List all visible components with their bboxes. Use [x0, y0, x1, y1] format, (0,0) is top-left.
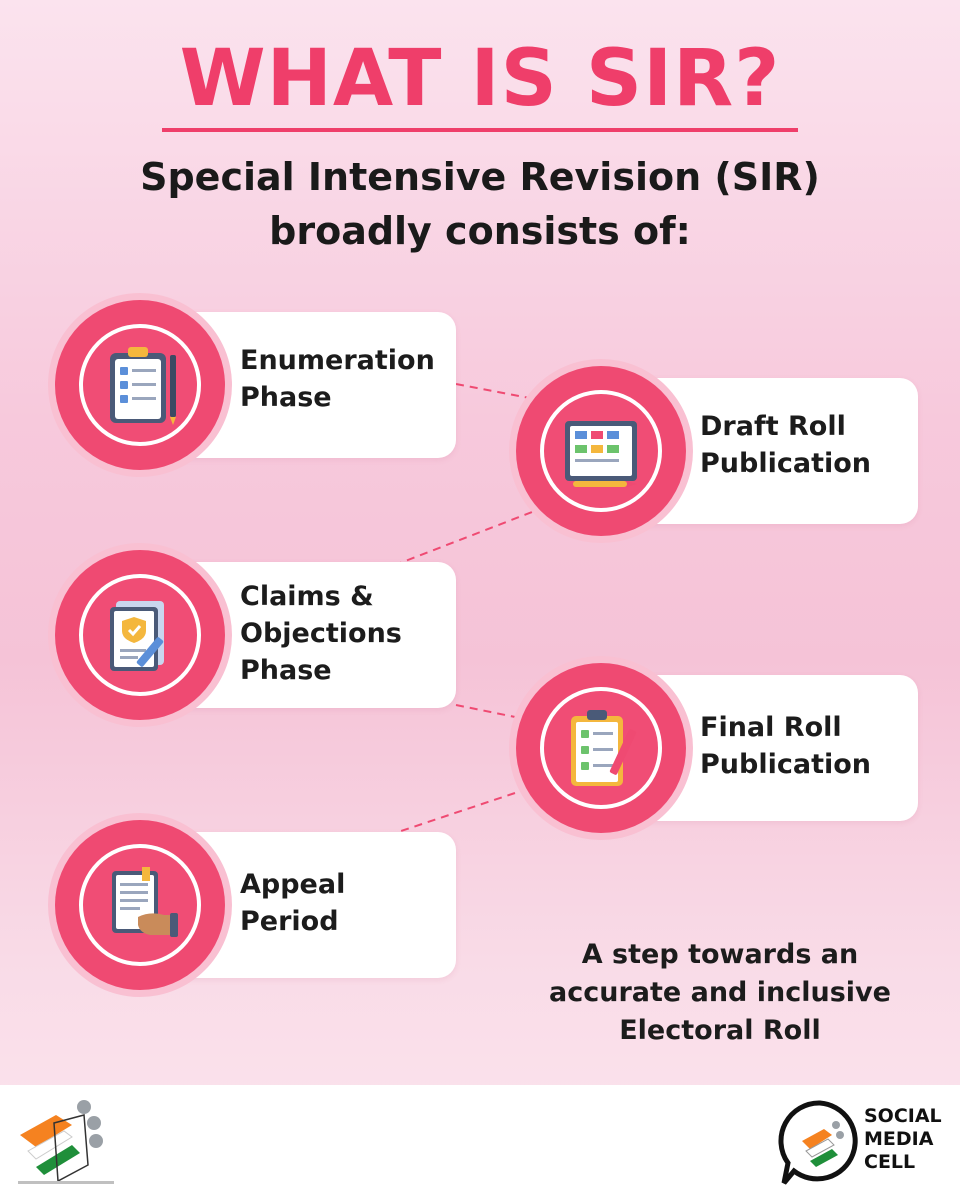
clipboard-checklist-icon — [110, 347, 176, 425]
subtitle-line-2: broadly consists of: — [269, 209, 691, 253]
step-label: Appeal Period — [240, 869, 346, 937]
election-commission-logo-icon — [18, 1100, 114, 1184]
hand-document-icon — [112, 867, 178, 937]
connector-1 — [455, 383, 541, 401]
step-badge — [516, 663, 686, 833]
social-media-cell-logo-icon — [778, 1100, 858, 1185]
subtitle-line-1: Special Intensive Revision (SIR) — [140, 155, 820, 199]
draft-blueprint-icon — [565, 421, 637, 487]
step-badge — [55, 300, 225, 470]
connector-3 — [455, 704, 521, 719]
checklist-pencil-icon — [571, 710, 637, 786]
connector-2 — [394, 506, 546, 566]
step-label: Enumeration Phase — [240, 345, 435, 413]
step-label: Draft Roll Publication — [700, 411, 872, 479]
page-title: WHAT IS SIR? — [179, 34, 781, 124]
step-badge — [516, 366, 686, 536]
footer: SOCIAL MEDIA CELL — [0, 1085, 960, 1200]
social-media-cell-label: SOCIAL MEDIA CELL — [864, 1105, 942, 1173]
connector-4 — [397, 792, 516, 833]
step-connectors — [394, 383, 546, 833]
subtitle: Special Intensive Revision (SIR) broadly… — [0, 150, 960, 258]
tagline: A step towards an accurate and inclusive… — [549, 939, 891, 1046]
infographic: WHAT IS SIR? Special Intensive Revision … — [0, 34, 960, 1046]
title-underline — [162, 128, 798, 132]
step-badge — [55, 550, 225, 720]
step-badge — [55, 820, 225, 990]
shield-document-pen-icon — [110, 601, 164, 671]
step-label: Final Roll Publication — [700, 712, 872, 780]
step-label: Claims & Objections Phase — [240, 581, 402, 686]
